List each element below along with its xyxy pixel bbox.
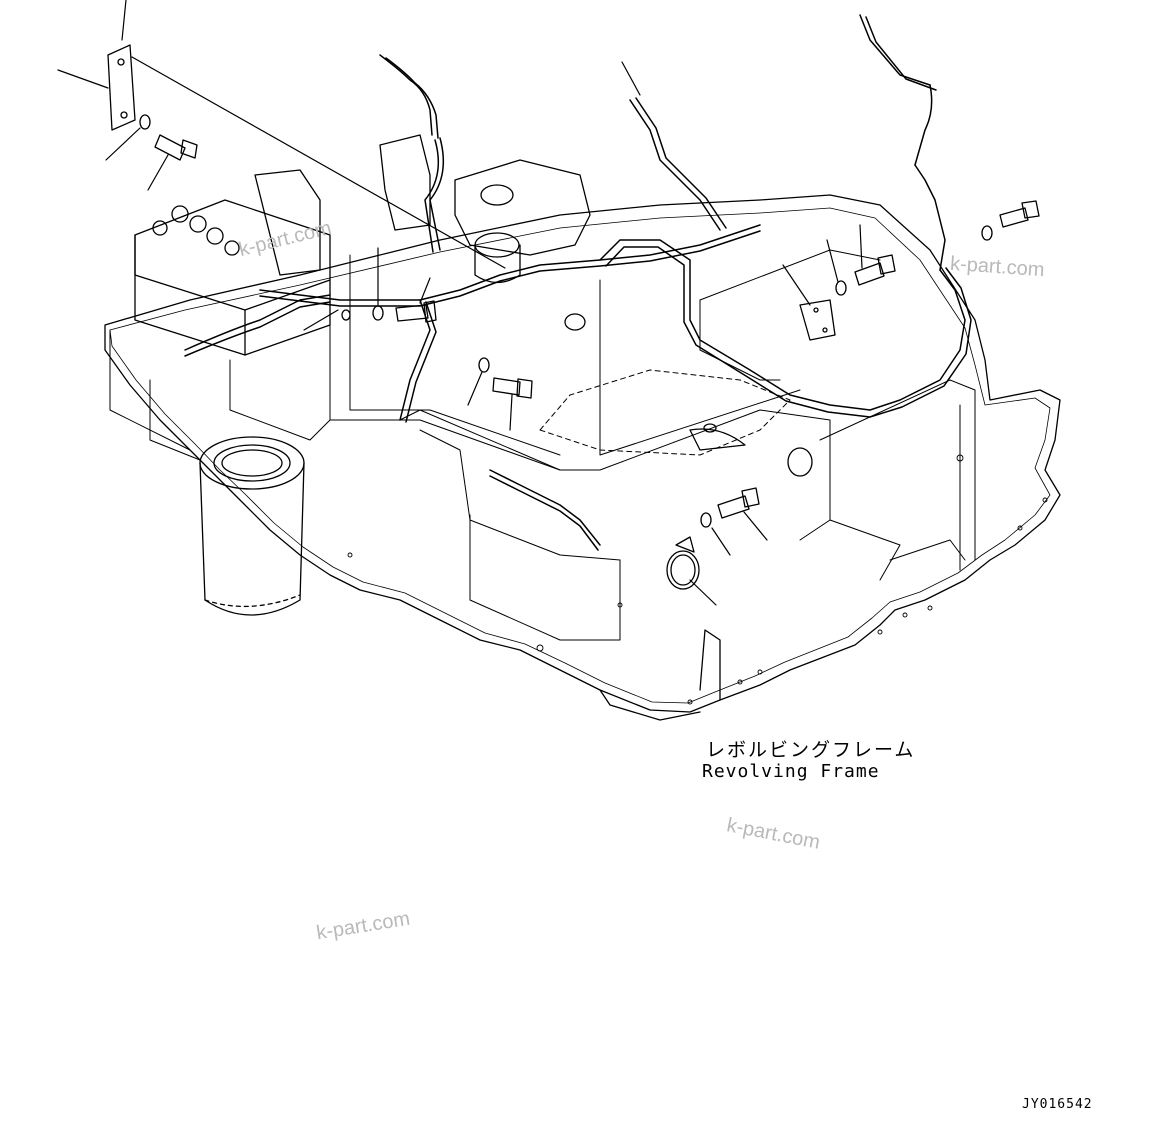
wire-harness xyxy=(184,14,972,551)
horn xyxy=(666,536,700,590)
washers xyxy=(139,114,993,528)
leader-lines xyxy=(57,0,863,606)
frame-label-japanese: レボルビングフレーム xyxy=(706,739,916,761)
center-block xyxy=(379,134,813,477)
battery-block xyxy=(134,169,331,356)
bolts xyxy=(154,134,1040,519)
bracket-plates xyxy=(107,44,836,341)
swing-housing xyxy=(199,436,305,616)
drawing-code: JY016542 xyxy=(1022,1097,1093,1112)
frame-holes xyxy=(347,454,1048,705)
frame-plate-outline xyxy=(104,194,1061,721)
frame-label-english: Revolving Frame xyxy=(702,761,880,782)
